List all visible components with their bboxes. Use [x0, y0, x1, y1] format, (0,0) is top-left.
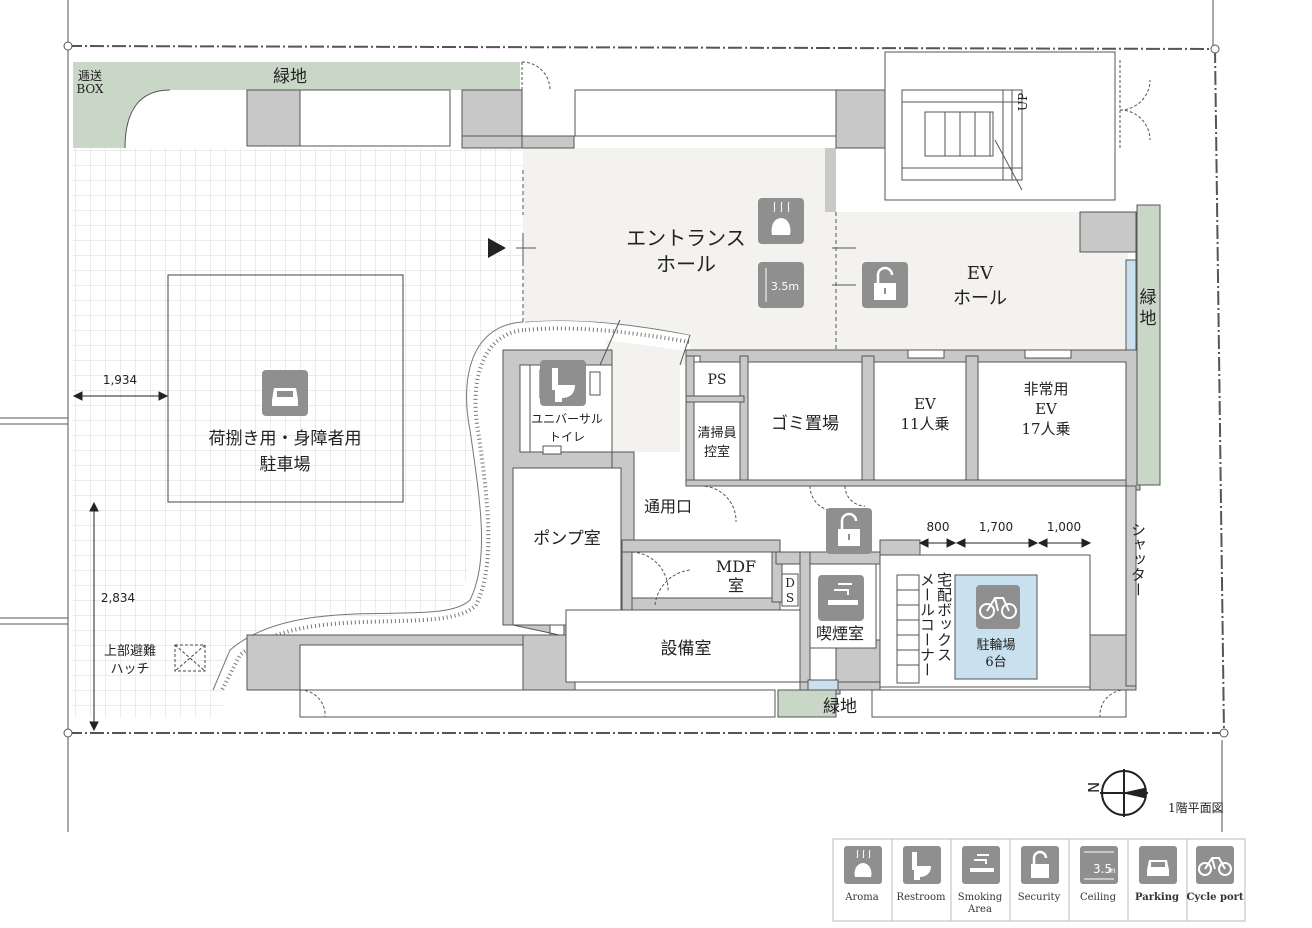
ev1-label-2: 11人乗 — [900, 415, 949, 433]
cleaner-room-label-2: 控室 — [704, 444, 730, 460]
ceiling-height-label: 3.5m — [771, 280, 799, 293]
legend-label-ceiling: Ceiling — [1080, 892, 1117, 903]
escape-hatch-box — [174, 644, 206, 672]
mailbox-lockers — [896, 574, 920, 684]
legend-ceiling-icon: 3.5 m — [1080, 846, 1118, 884]
legend-label-smoking-1: Smoking — [958, 892, 1003, 903]
legend-restroom-icon — [903, 846, 941, 884]
doors — [299, 60, 1151, 718]
cleaner-room-label-1: 清掃員 — [697, 425, 736, 441]
garbage-label: ゴミ置場 — [771, 413, 839, 434]
ev2-label-2: EV — [1035, 400, 1058, 418]
legend-ceiling-value: 3.5 — [1093, 862, 1112, 876]
security-icon-2 — [826, 508, 872, 554]
legend-label-cycle-port: Cycle port — [1186, 892, 1243, 903]
mailbox-corner-label-1: 宅配ボックス — [935, 572, 953, 662]
dim-1934-label: 1,934 — [103, 373, 137, 387]
compass-icon — [1100, 769, 1148, 817]
ev-hall-label-1: EV — [967, 263, 994, 284]
legend-smoking-area-icon — [962, 846, 1000, 884]
legend-label-security: Security — [1018, 892, 1061, 903]
dim-2834-label: 2,834 — [101, 591, 135, 605]
entrance-arrow-icon — [488, 238, 506, 258]
parking-label-2: 駐車場 — [260, 455, 311, 475]
ps-label: PS — [707, 372, 726, 388]
universal-toilet-label-2: トイレ — [549, 430, 585, 444]
pump-room-label: ポンプ室 — [533, 529, 601, 549]
dim-1700-label: 1,700 — [979, 520, 1013, 534]
bicycle-icon — [976, 585, 1020, 629]
security-icon — [862, 262, 908, 308]
smoking-icon — [818, 575, 864, 621]
delivery-box-label-2: BOX — [76, 82, 104, 96]
aroma-icon — [758, 198, 804, 244]
bicycle-parking-label-1: 駐輪場 — [976, 637, 1015, 653]
delivery-box-label-1: 逓送 — [78, 68, 102, 83]
legend-label-restroom: Restroom — [897, 892, 946, 903]
legend-label-smoking-2: Area — [967, 904, 992, 915]
entrance-hall-label-1: エントランス — [626, 226, 746, 250]
bicycle-parking-label-2: 6台 — [985, 655, 1006, 670]
legend-label-parking: Parking — [1135, 892, 1179, 903]
north-label: N — [1085, 782, 1103, 793]
dim-800-label: 800 — [927, 520, 950, 534]
shutter-label: シャッター — [1129, 522, 1147, 597]
parking-icon — [262, 370, 308, 416]
greenery-side-label-1: 緑 — [1140, 288, 1157, 308]
legend-ceiling-unit: m — [1108, 866, 1116, 875]
greenery-side-label-2: 地 — [1140, 309, 1157, 329]
dim-1000-label: 1,000 — [1047, 520, 1081, 534]
floor-title: 1階平面図 — [1168, 800, 1224, 815]
mdf-room-label-1: MDF — [716, 557, 756, 576]
equipment-room-label: 設備室 — [661, 639, 712, 659]
ev-hall-label-2: ホール — [953, 288, 1007, 309]
restroom-icon — [540, 360, 586, 406]
greenery-top-label: 緑地 — [273, 67, 307, 87]
stairs — [901, 89, 1023, 191]
hall-floor — [523, 148, 1128, 350]
ds-label-1: D — [785, 576, 795, 590]
mdf-room-label-2: 室 — [728, 576, 744, 595]
universal-toilet-label-1: ユニバーサル — [531, 412, 603, 426]
legend-security-icon — [1021, 846, 1059, 884]
dimension-lines — [72, 391, 1092, 732]
escape-hatch-label-2: ハッチ — [110, 662, 149, 677]
ev1-label-1: EV — [914, 395, 937, 413]
legend-aroma-icon — [844, 846, 882, 884]
greenery-top — [73, 62, 520, 148]
legend: 3.5 m Aroma Restroom Smoking Area Securi… — [832, 838, 1246, 922]
stairs-up-label: UP — [1016, 93, 1030, 111]
ev2-label-3: 17人乗 — [1021, 420, 1070, 438]
legend-cycle-port-icon — [1196, 846, 1234, 884]
ceiling-icon: 3.5m — [758, 262, 804, 308]
site-boundary — [0, 0, 1229, 832]
ds-label-2: S — [786, 591, 794, 605]
escape-hatch-label-1: 上部避難 — [104, 644, 156, 659]
service-entrance-label: 通用口 — [644, 497, 692, 516]
greenery-bottom-label: 緑地 — [823, 697, 857, 717]
smoking-room-label: 喫煙室 — [816, 624, 864, 643]
entrance-hall-label-2: ホール — [656, 252, 716, 276]
legend-label-aroma: Aroma — [844, 892, 879, 903]
ev2-label-1: 非常用 — [1023, 380, 1068, 398]
parking-label-1: 荷捌き用・身障者用 — [209, 429, 362, 449]
mailbox-corner-label-2: メールコーナー — [918, 572, 936, 677]
legend-parking-icon — [1139, 846, 1177, 884]
entrance-ticks — [516, 170, 856, 350]
parking-space — [167, 274, 404, 503]
parking-area — [73, 148, 523, 690]
